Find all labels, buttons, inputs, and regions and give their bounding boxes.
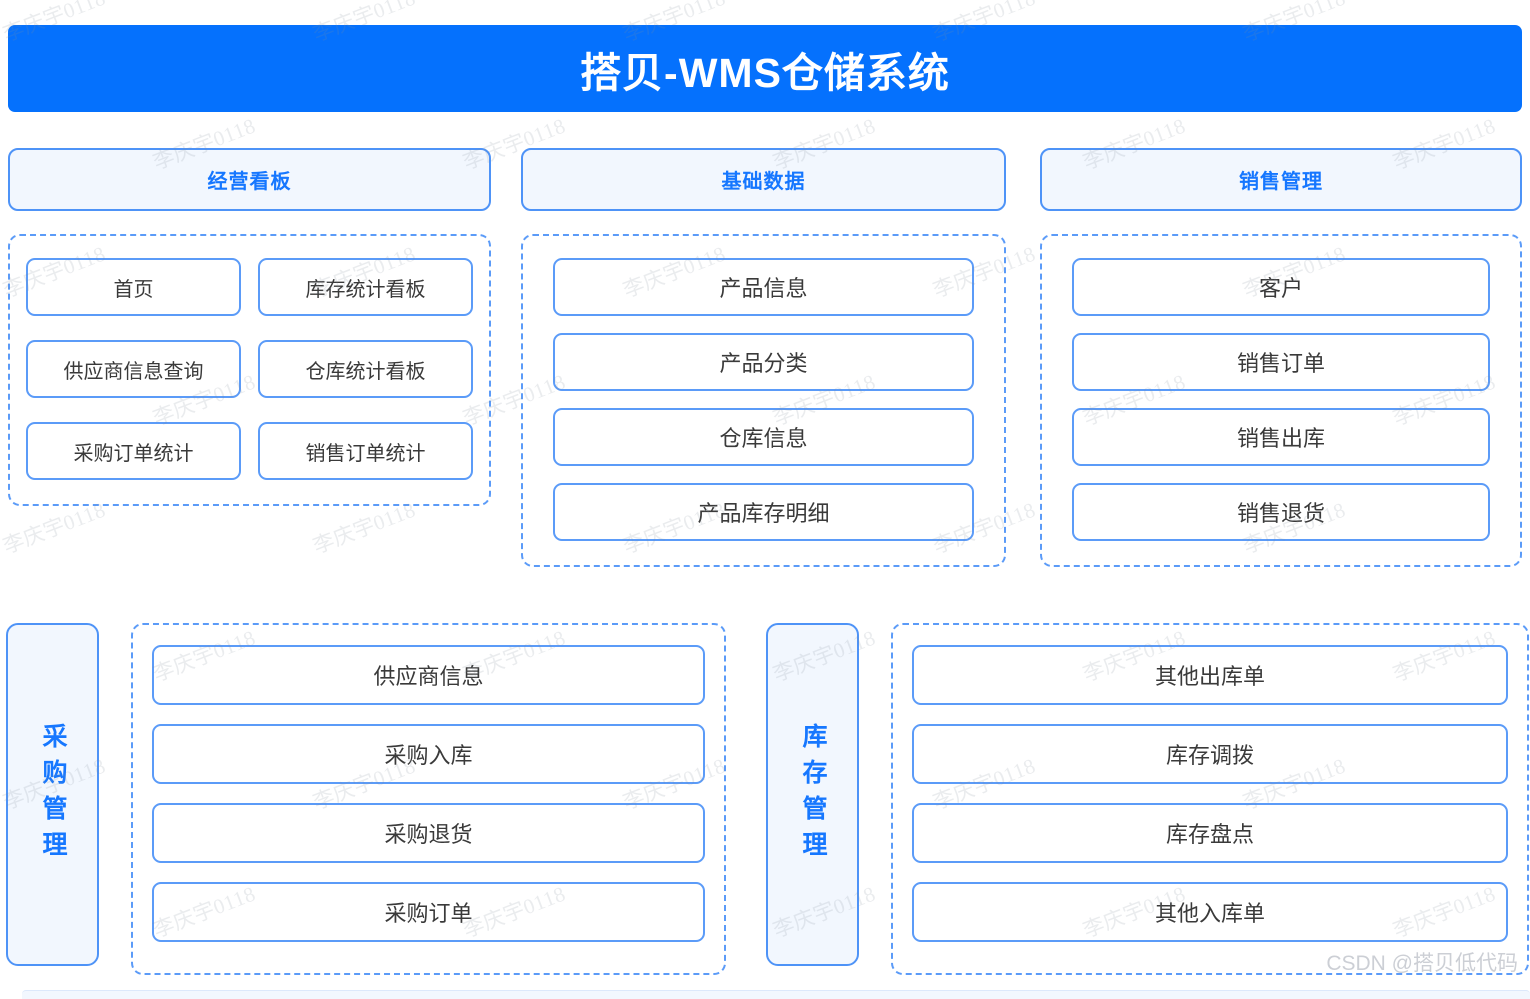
section-header-label: 销售管理 <box>1239 171 1323 193</box>
menu-item[interactable]: 供应商信息 <box>152 645 705 705</box>
section-label-text: 库存管理 <box>799 722 827 867</box>
section-label-purchase[interactable]: 采购管理 <box>6 623 99 966</box>
menu-item[interactable]: 销售订单 <box>1072 333 1490 391</box>
footer-credit: CSDN @搭贝低代码 <box>1326 952 1518 975</box>
menu-item[interactable]: 销售订单统计 <box>258 422 473 480</box>
section-purchase: 采购管理 供应商信息 采购入库 采购退货 采购订单 <box>6 623 726 975</box>
section-label-inventory[interactable]: 库存管理 <box>766 623 859 966</box>
menu-item[interactable]: 产品库存明细 <box>553 483 974 541</box>
menu-item[interactable]: 库存调拨 <box>912 724 1508 784</box>
section-header-label: 经营看板 <box>207 171 292 193</box>
section-header-label: 基础数据 <box>721 171 806 193</box>
top-sections-area: 经营看板 首页 库存统计看板 供应商信息查询 仓库统计看板 采购订单统计 销售订… <box>0 148 1530 593</box>
menu-item[interactable]: 供应商信息查询 <box>26 340 241 398</box>
page-title: 搭贝-WMS仓储系统 <box>580 49 950 96</box>
section-body-basic-data: 产品信息 产品分类 仓库信息 产品库存明细 <box>521 234 1006 567</box>
menu-item[interactable]: 销售退货 <box>1072 483 1490 541</box>
bottom-sections-area: 采购管理 供应商信息 采购入库 采购退货 采购订单 库存管理 其他出库单 库存调… <box>0 623 1530 975</box>
menu-item[interactable]: 仓库信息 <box>553 408 974 466</box>
section-body-sales: 客户 销售订单 销售出库 销售退货 <box>1040 234 1522 567</box>
menu-item[interactable]: 采购订单 <box>152 882 705 942</box>
menu-item[interactable]: 产品分类 <box>553 333 974 391</box>
menu-item[interactable]: 产品信息 <box>553 258 974 316</box>
menu-item[interactable]: 其他入库单 <box>912 882 1508 942</box>
section-inventory: 库存管理 其他出库单 库存调拨 库存盘点 其他入库单 <box>766 623 1529 975</box>
section-body-dashboard: 首页 库存统计看板 供应商信息查询 仓库统计看板 采购订单统计 销售订单统计 <box>8 234 491 506</box>
section-basic-data: 基础数据 产品信息 产品分类 仓库信息 产品库存明细 <box>521 148 1006 567</box>
menu-item[interactable]: 销售出库 <box>1072 408 1490 466</box>
menu-item[interactable]: 采购订单统计 <box>26 422 241 480</box>
section-label-text: 采购管理 <box>39 722 67 867</box>
menu-item[interactable]: 其他出库单 <box>912 645 1508 705</box>
menu-item[interactable]: 采购入库 <box>152 724 705 784</box>
app-title-bar: 搭贝-WMS仓储系统 <box>8 25 1522 112</box>
menu-item[interactable]: 库存统计看板 <box>258 258 473 316</box>
menu-item[interactable]: 首页 <box>26 258 241 316</box>
menu-item[interactable]: 采购退货 <box>152 803 705 863</box>
section-sales: 销售管理 客户 销售订单 销售出库 销售退货 <box>1040 148 1522 567</box>
section-body-inventory: 其他出库单 库存调拨 库存盘点 其他入库单 <box>891 623 1529 975</box>
section-header-basic-data[interactable]: 基础数据 <box>521 148 1006 211</box>
menu-item[interactable]: 仓库统计看板 <box>258 340 473 398</box>
section-dashboard: 经营看板 首页 库存统计看板 供应商信息查询 仓库统计看板 采购订单统计 销售订… <box>8 148 491 506</box>
bottom-panel-strip <box>22 990 1530 999</box>
section-header-sales[interactable]: 销售管理 <box>1040 148 1522 211</box>
section-header-dashboard[interactable]: 经营看板 <box>8 148 491 211</box>
menu-item[interactable]: 库存盘点 <box>912 803 1508 863</box>
section-body-purchase: 供应商信息 采购入库 采购退货 采购订单 <box>131 623 726 975</box>
menu-item[interactable]: 客户 <box>1072 258 1490 316</box>
